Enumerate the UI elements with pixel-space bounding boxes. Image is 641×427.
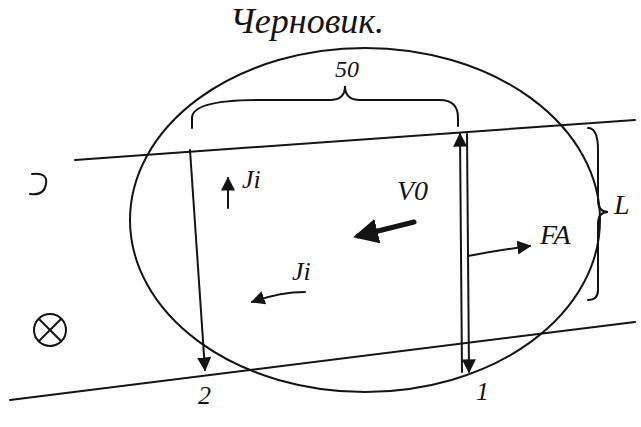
- circle-contour: [130, 48, 600, 392]
- current-label: Ji: [240, 166, 263, 195]
- dimension-label: L: [612, 190, 632, 221]
- right-bar: [460, 134, 462, 372]
- velocity-label: V0: [395, 176, 430, 207]
- right-bar-second: [467, 134, 469, 372]
- velocity-arrow: [358, 222, 414, 236]
- rail-mark: [30, 174, 46, 195]
- current-label: Ji: [290, 258, 313, 287]
- sketch-title: Черновик.: [228, 2, 386, 42]
- bar-number: 1: [474, 378, 491, 407]
- width-brace: [192, 86, 458, 128]
- length-brace: [588, 128, 608, 300]
- bottom-rail: [10, 322, 635, 400]
- current-arrow: [227, 178, 229, 208]
- field-into-page-symbol: [39, 319, 61, 341]
- field-into-page-symbol: [34, 314, 66, 346]
- force-label: FA: [538, 220, 573, 251]
- force-arrow: [468, 246, 530, 256]
- field-into-page-symbol: [39, 319, 61, 341]
- top-rail: [75, 120, 635, 160]
- dimension-label: 50: [333, 56, 361, 82]
- bar-number: 2: [196, 382, 213, 411]
- current-arrow: [252, 292, 305, 302]
- left-bar: [190, 150, 205, 370]
